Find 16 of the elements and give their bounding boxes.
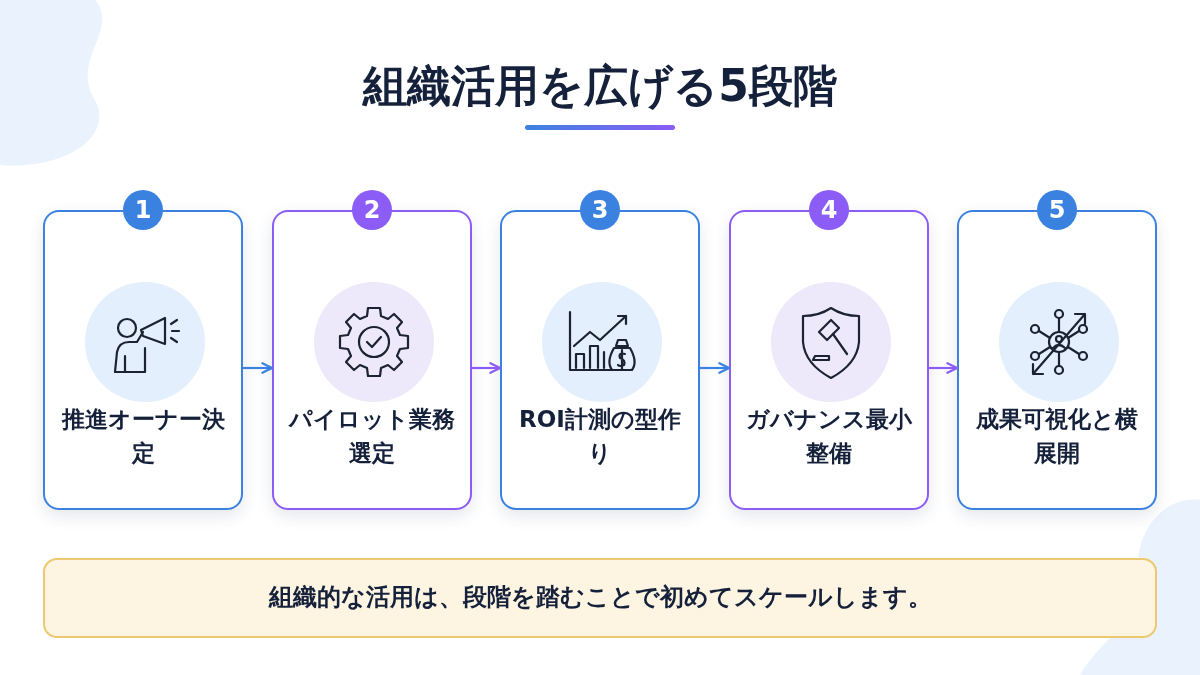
step-title: パイロット業務選定: [287, 405, 456, 468]
step-number: 1: [123, 190, 163, 230]
step-number: 5: [1037, 190, 1077, 230]
step-number: 4: [809, 190, 849, 230]
step-title: 推進オーナー決定: [60, 405, 226, 468]
arrow: [929, 362, 959, 374]
summary-banner: 組織的な活用は、段階を踏むことで初めてスケールします。: [43, 558, 1157, 638]
title: 組織活用を広げる5段階: [361, 59, 838, 113]
step-number: 2: [352, 190, 392, 230]
step-number: 3: [580, 190, 620, 230]
arrow: [472, 362, 502, 374]
arrow: [700, 362, 731, 374]
step-title: ROI計測の型作り: [518, 405, 682, 468]
step-title: 成果可視化と横展開: [975, 405, 1139, 468]
arrow: [243, 362, 274, 374]
step-title: ガバナンス最小整備: [745, 405, 913, 468]
